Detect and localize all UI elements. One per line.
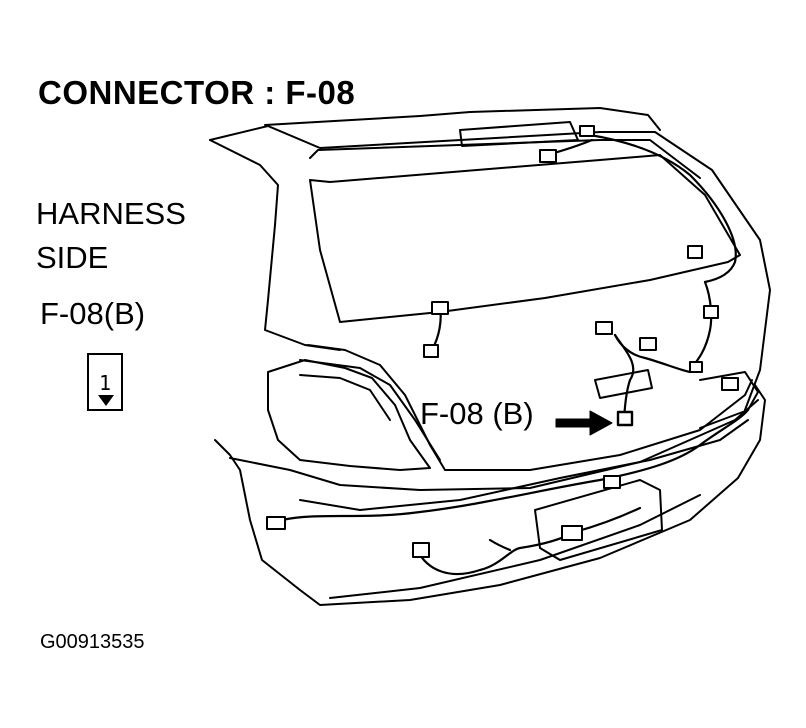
- wiring-harness: [280, 133, 750, 575]
- connector-pin-diagram: 1: [87, 353, 123, 411]
- hatch-lower-panel: [307, 344, 753, 471]
- rear-bumper: [214, 384, 766, 606]
- callout-arrow-icon: [555, 410, 613, 436]
- hatch-frame-outer: [267, 125, 771, 411]
- hatch-lower-inner: [299, 359, 441, 461]
- roof-edge: [209, 125, 269, 141]
- left-pillar-outline: [209, 139, 341, 351]
- pin-indicator-triangle-icon: [98, 395, 114, 406]
- left-tail-light-inner: [299, 374, 391, 421]
- diagram-title: CONNECTOR : F-08: [38, 74, 356, 111]
- connector-callout-label: F-08 (B): [420, 396, 534, 431]
- connector-name-label: F-08(B): [40, 296, 146, 331]
- rear-window: [309, 154, 741, 323]
- plate-recess: [594, 369, 653, 399]
- harness-side-label-line2: SIDE: [36, 240, 109, 275]
- bumper-lower-edge: [329, 494, 701, 599]
- brake-light: [459, 121, 579, 147]
- right-tail-light: [699, 371, 759, 429]
- license-plate: [534, 479, 663, 561]
- harness-connectors: [266, 125, 739, 558]
- spoiler-outline: [309, 139, 701, 179]
- harness-side-label-line1: HARNESS: [36, 196, 186, 231]
- roof-outline: [264, 107, 661, 131]
- left-tail-light: [267, 359, 431, 471]
- figure-id: G00913535: [40, 631, 145, 653]
- bumper-step: [299, 419, 749, 511]
- connector-pin-number: 1: [98, 371, 112, 395]
- bumper-top-edge: [229, 399, 759, 491]
- target-connector-f08b: [616, 410, 634, 427]
